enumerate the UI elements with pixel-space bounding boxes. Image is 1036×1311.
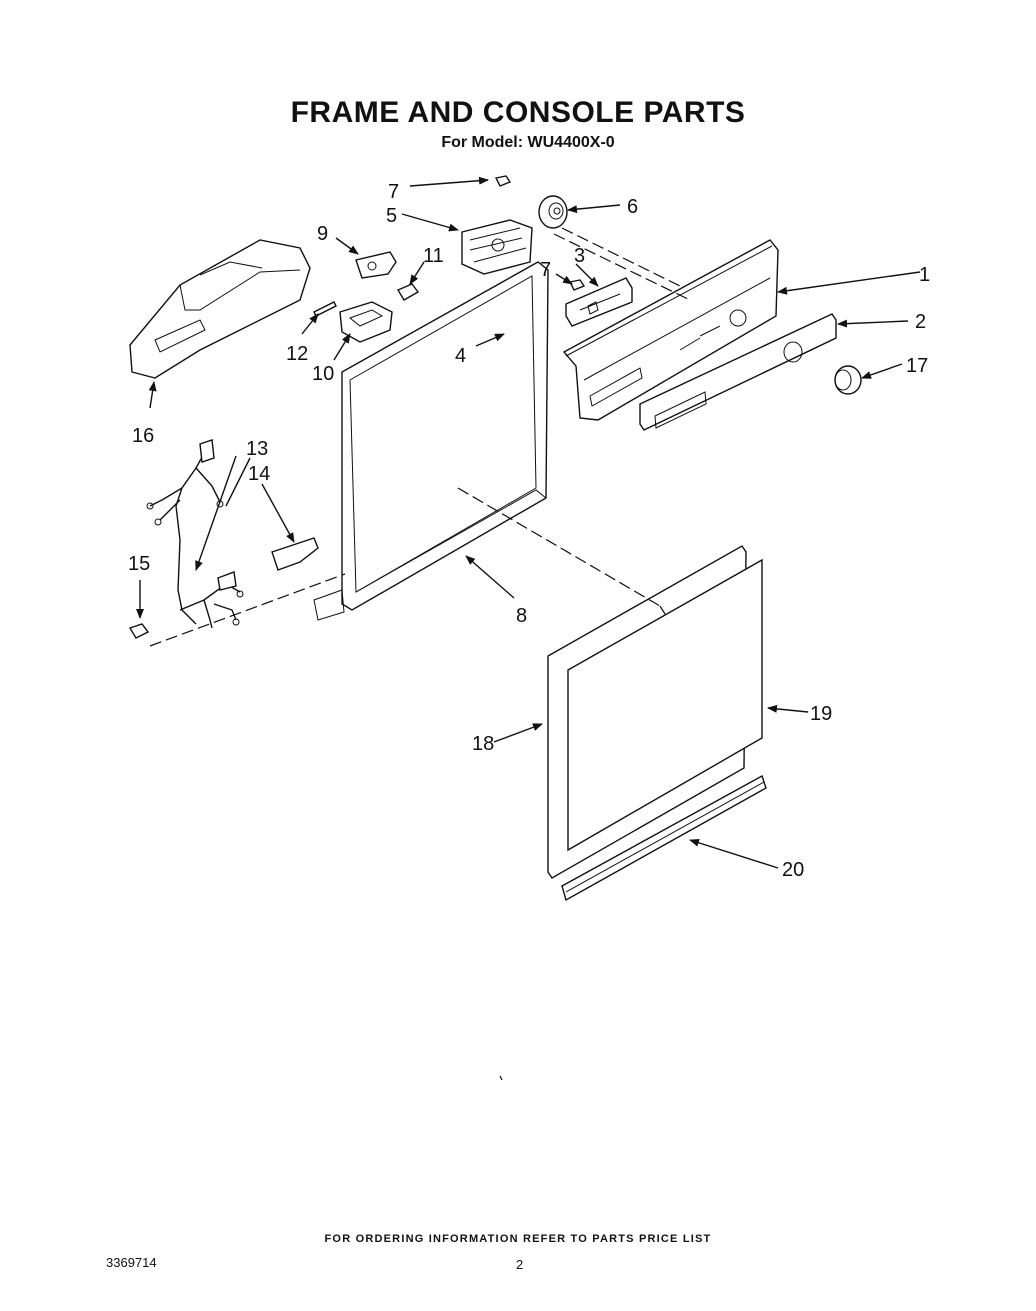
part-16-side-bracket [129, 239, 311, 379]
callout-19: 19 [810, 703, 832, 725]
part-10-latch-housing [339, 301, 393, 343]
callout-5: 5 [386, 205, 397, 227]
part-1-console-panel [562, 239, 779, 421]
part-7-screw-middle [568, 279, 586, 291]
callout-14: 14 [248, 463, 270, 485]
callout-1: 1 [919, 264, 930, 286]
page-number: 2 [516, 1257, 524, 1272]
part-6-selector-knob [538, 195, 568, 229]
callout-10: 10 [312, 363, 334, 385]
callout-4: 4 [455, 345, 466, 367]
part-11-spring-clip [396, 283, 420, 301]
part-15-screw [128, 623, 150, 639]
part-8-door-frame [313, 261, 549, 621]
callout-9: 9 [317, 223, 328, 245]
callout-18: 18 [472, 733, 494, 755]
callout-20: 20 [782, 859, 804, 881]
callout-13: 13 [246, 438, 268, 460]
page-title: FRAME AND CONSOLE PARTS [290, 96, 746, 129]
part-2-overlay-panel [639, 313, 837, 431]
callout-3: 3 [574, 245, 585, 267]
part-13-wire-harness [146, 439, 244, 629]
callout-8: 8 [516, 605, 527, 627]
callout-12: 12 [286, 343, 308, 365]
part-14-connector [271, 537, 319, 571]
document-number: 3369714 [106, 1255, 157, 1270]
callout-17: 17 [906, 355, 928, 377]
part-7-screw-top [494, 175, 512, 187]
ordering-note: FOR ORDERING INFORMATION REFER TO PARTS … [324, 1233, 712, 1245]
part-19-door-panel [547, 545, 763, 879]
callout-11: 11 [423, 245, 444, 267]
callout-7-middle: 7 [540, 259, 551, 281]
part-5-switch-assembly [461, 219, 533, 275]
part-20-trim-strip [561, 774, 767, 902]
model-subtitle: For Model: WU4400X-0 [441, 134, 615, 151]
callout-7-top: 7 [388, 181, 399, 203]
callout-16: 16 [132, 425, 154, 447]
part-17-control-knob [834, 365, 862, 395]
callout-2: 2 [915, 311, 926, 333]
callout-6: 6 [627, 196, 638, 218]
part-9-latch-catch [355, 251, 397, 279]
part-3-bracket [565, 277, 633, 327]
callout-15: 15 [128, 553, 150, 575]
